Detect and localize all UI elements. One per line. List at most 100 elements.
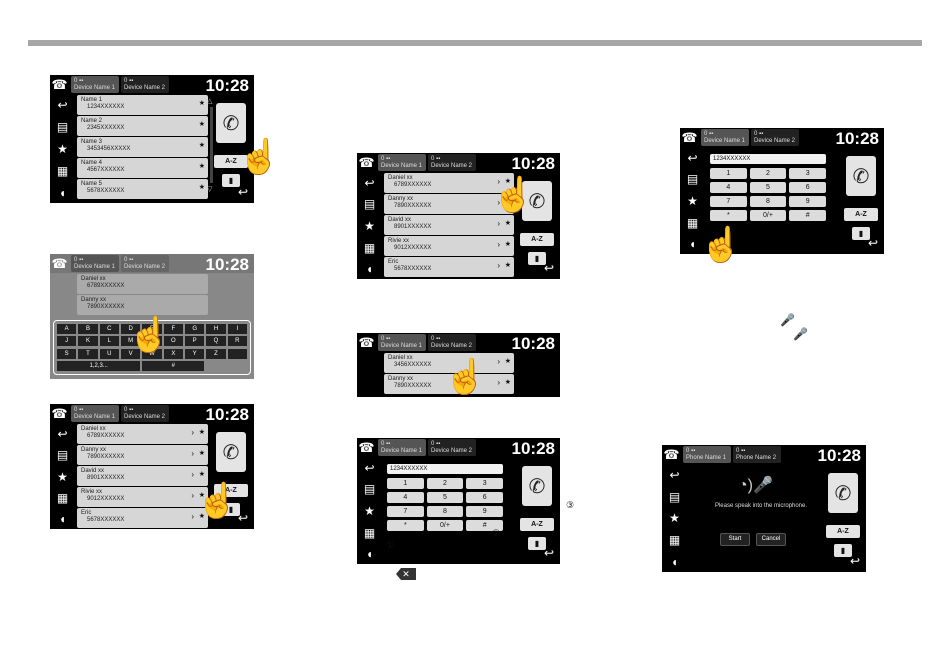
signal-button[interactable]: ▮ bbox=[222, 174, 240, 187]
key[interactable]: 1 bbox=[710, 168, 747, 179]
device-tab-2[interactable]: 0 ▪▪Device Name 2 bbox=[121, 405, 169, 422]
device-tab-2[interactable]: 0 ▪▪Device Name 2 bbox=[751, 129, 799, 146]
call-history-icon[interactable]: ↩ bbox=[357, 173, 382, 193]
key[interactable]: W bbox=[142, 348, 162, 359]
phone-icon[interactable]: ☎ bbox=[51, 405, 68, 421]
key[interactable]: Q bbox=[206, 336, 226, 347]
phone-icon[interactable]: ☎ bbox=[358, 439, 375, 455]
dial-input[interactable]: 1234XXXXXX bbox=[710, 154, 826, 164]
key[interactable]: 7 bbox=[387, 506, 424, 517]
favorites-icon[interactable]: ★ bbox=[357, 216, 382, 236]
call-button[interactable]: ✆ bbox=[216, 103, 246, 143]
device-tab-2[interactable]: 0 ▪▪Device Name 2 bbox=[121, 255, 169, 272]
key[interactable]: # bbox=[789, 210, 826, 221]
dialpad-icon[interactable]: ▦ bbox=[680, 212, 705, 233]
key[interactable]: P bbox=[185, 336, 205, 347]
voice-icon[interactable]: ◖ bbox=[357, 544, 382, 564]
start-button[interactable]: Start bbox=[720, 533, 750, 546]
az-button[interactable]: A-Z bbox=[826, 525, 860, 538]
phonebook-icon[interactable]: ▤ bbox=[357, 479, 382, 500]
key[interactable]: U bbox=[99, 348, 119, 359]
key[interactable]: J bbox=[57, 336, 77, 347]
back-icon[interactable]: ↩ bbox=[237, 185, 248, 199]
favorites-icon[interactable]: ★ bbox=[50, 139, 75, 159]
favorites-icon[interactable]: ★ bbox=[662, 508, 687, 529]
back-icon[interactable]: ↩ bbox=[867, 236, 878, 250]
device-tab-2[interactable]: 0 ▪▪Device Name 2 bbox=[428, 334, 476, 351]
key[interactable]: L bbox=[99, 336, 119, 347]
phone-icon[interactable]: ☎ bbox=[663, 446, 680, 462]
device-tab-2[interactable]: 0 ▪▪Device Name 2 bbox=[121, 76, 169, 93]
phonebook-icon[interactable]: ▤ bbox=[50, 445, 75, 465]
phone-icon[interactable]: ☎ bbox=[681, 129, 698, 145]
device-tab-1[interactable]: 0 ▪▪Device Name 1 bbox=[378, 439, 426, 456]
key[interactable]: K bbox=[78, 336, 98, 347]
key[interactable]: * bbox=[387, 520, 424, 531]
key[interactable]: C bbox=[99, 324, 119, 334]
voice-icon[interactable]: ◖ bbox=[50, 183, 75, 203]
device-tab-1[interactable]: 0 ▪▪Device Name 1 bbox=[71, 76, 119, 93]
key[interactable]: M bbox=[121, 336, 141, 347]
dial-input[interactable]: 1234XXXXXX bbox=[387, 464, 503, 474]
az-button[interactable]: A-Z bbox=[214, 155, 248, 168]
key[interactable]: R bbox=[227, 336, 247, 347]
key[interactable]: 9 bbox=[789, 196, 826, 207]
phone-icon[interactable]: ☎ bbox=[358, 334, 375, 350]
key[interactable]: N bbox=[142, 336, 162, 347]
az-button[interactable]: A-Z bbox=[844, 208, 878, 221]
key[interactable]: 7 bbox=[710, 196, 747, 207]
key[interactable]: Y bbox=[185, 348, 205, 359]
call-history-icon[interactable]: ↩ bbox=[680, 148, 705, 168]
key[interactable]: Z bbox=[206, 348, 226, 359]
call-button[interactable]: ✆ bbox=[828, 473, 858, 513]
call-button[interactable]: ✆ bbox=[522, 466, 552, 506]
device-tab-2[interactable]: 0 ▪▪Device Name 2 bbox=[428, 154, 476, 171]
key[interactable]: 8 bbox=[749, 196, 787, 207]
signal-button[interactable]: ▮ bbox=[852, 227, 870, 240]
az-button[interactable]: A-Z bbox=[520, 233, 554, 246]
voice-icon[interactable]: ◖ bbox=[662, 552, 687, 572]
key[interactable]: 8 bbox=[426, 506, 464, 517]
phone-tab-2[interactable]: 0 ▪▪Phone Name 2 bbox=[733, 446, 781, 463]
key[interactable]: F bbox=[163, 324, 183, 334]
key[interactable]: 3 bbox=[466, 478, 503, 489]
back-icon[interactable]: ↩ bbox=[543, 261, 554, 275]
favorites-icon[interactable]: ★ bbox=[50, 466, 75, 487]
back-icon[interactable]: ↩ bbox=[849, 554, 860, 568]
dialpad-icon[interactable]: ▦ bbox=[50, 488, 75, 508]
dialpad-icon[interactable]: ▦ bbox=[357, 237, 382, 258]
hash-key[interactable]: # bbox=[142, 360, 205, 371]
device-tab-2[interactable]: 0 ▪▪Device Name 2 bbox=[428, 439, 476, 456]
call-button[interactable]: ✆ bbox=[216, 432, 246, 472]
key[interactable]: 9 bbox=[466, 506, 503, 517]
key[interactable]: 4 bbox=[710, 182, 747, 193]
key[interactable]: S bbox=[57, 348, 77, 359]
phone-tab-1[interactable]: 0 ▪▪Phone Name 1 bbox=[683, 446, 731, 463]
az-button[interactable]: A-Z bbox=[214, 484, 248, 497]
phonebook-icon[interactable]: ▤ bbox=[662, 486, 687, 507]
signal-button[interactable]: ▮ bbox=[528, 252, 546, 265]
dialpad-icon[interactable]: ▦ bbox=[357, 522, 382, 543]
key[interactable]: 6 bbox=[789, 182, 826, 193]
back-icon[interactable]: ↩ bbox=[237, 511, 248, 525]
phone-icon[interactable]: ☎ bbox=[51, 76, 68, 92]
device-tab-1[interactable]: 0 ▪▪Device Name 1 bbox=[71, 405, 119, 422]
key[interactable]: 5 bbox=[426, 492, 464, 503]
